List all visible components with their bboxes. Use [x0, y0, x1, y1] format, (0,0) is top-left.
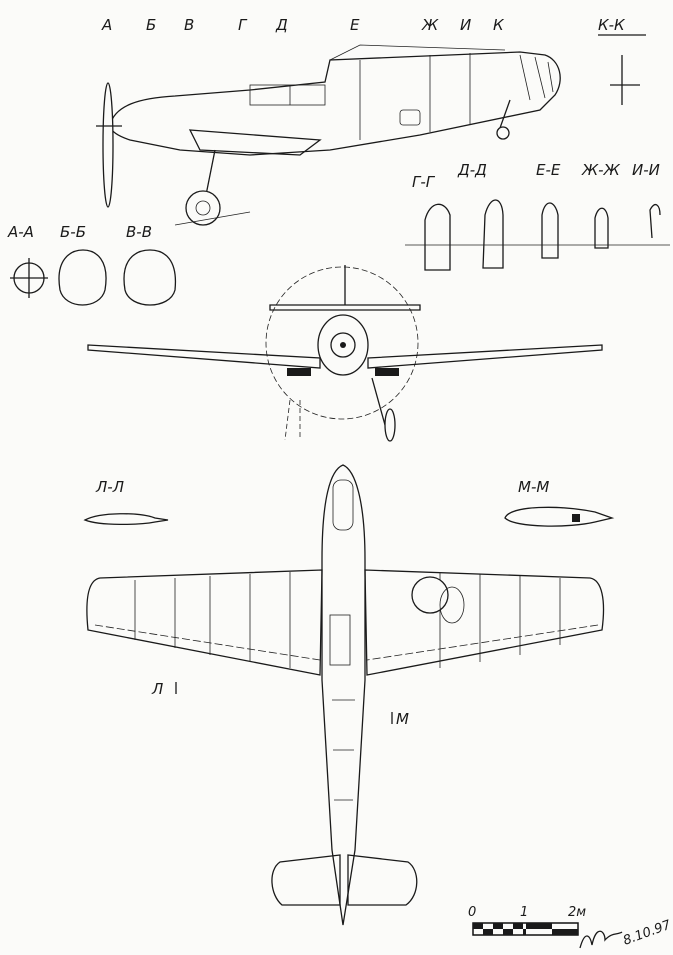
scale-one: 1 [520, 905, 528, 920]
front-view [87, 265, 603, 442]
cut-mark-m: М [396, 710, 409, 728]
section-ii: И-И [632, 161, 660, 179]
section-ee: Е-Е [536, 161, 561, 179]
section-bb: Б-Б [60, 223, 86, 241]
top-view: Л М [86, 464, 605, 926]
section-dd: Д-Д [457, 161, 487, 179]
signature-date: 8.10.97 [621, 917, 673, 948]
station-k: К [493, 16, 505, 34]
scale-zero: 0 [468, 905, 476, 920]
station-d: Д [275, 16, 288, 34]
section-labels: К-К Г-Г Д-Д Е-Е Ж-Ж И-И А-А Б-Б В-В Л-Л … [7, 16, 670, 527]
cut-mark-l: Л [151, 680, 163, 698]
station-zh: Ж [421, 16, 439, 34]
station-labels: А Б В Г Д Е Ж И К [101, 16, 505, 34]
section-aa: А-А [7, 223, 34, 241]
station-i: И [460, 16, 471, 34]
station-e: Е [350, 16, 360, 34]
section-mm: М-М [518, 478, 549, 496]
section-ll: Л-Л [95, 478, 124, 496]
section-zhzh: Ж-Ж [581, 161, 621, 179]
scale-bar: 0 1 2м [468, 905, 586, 936]
station-a: А [101, 16, 112, 34]
scale-two: 2м [568, 905, 586, 920]
station-v: В [184, 16, 194, 34]
station-g: Г [238, 16, 248, 34]
signature: 8.10.97 [579, 917, 673, 949]
side-view [96, 44, 561, 226]
section-kk: К-К [598, 16, 626, 34]
section-vv: В-В [126, 223, 152, 241]
station-b: Б [146, 16, 156, 34]
section-gg: Г-Г [412, 173, 436, 191]
